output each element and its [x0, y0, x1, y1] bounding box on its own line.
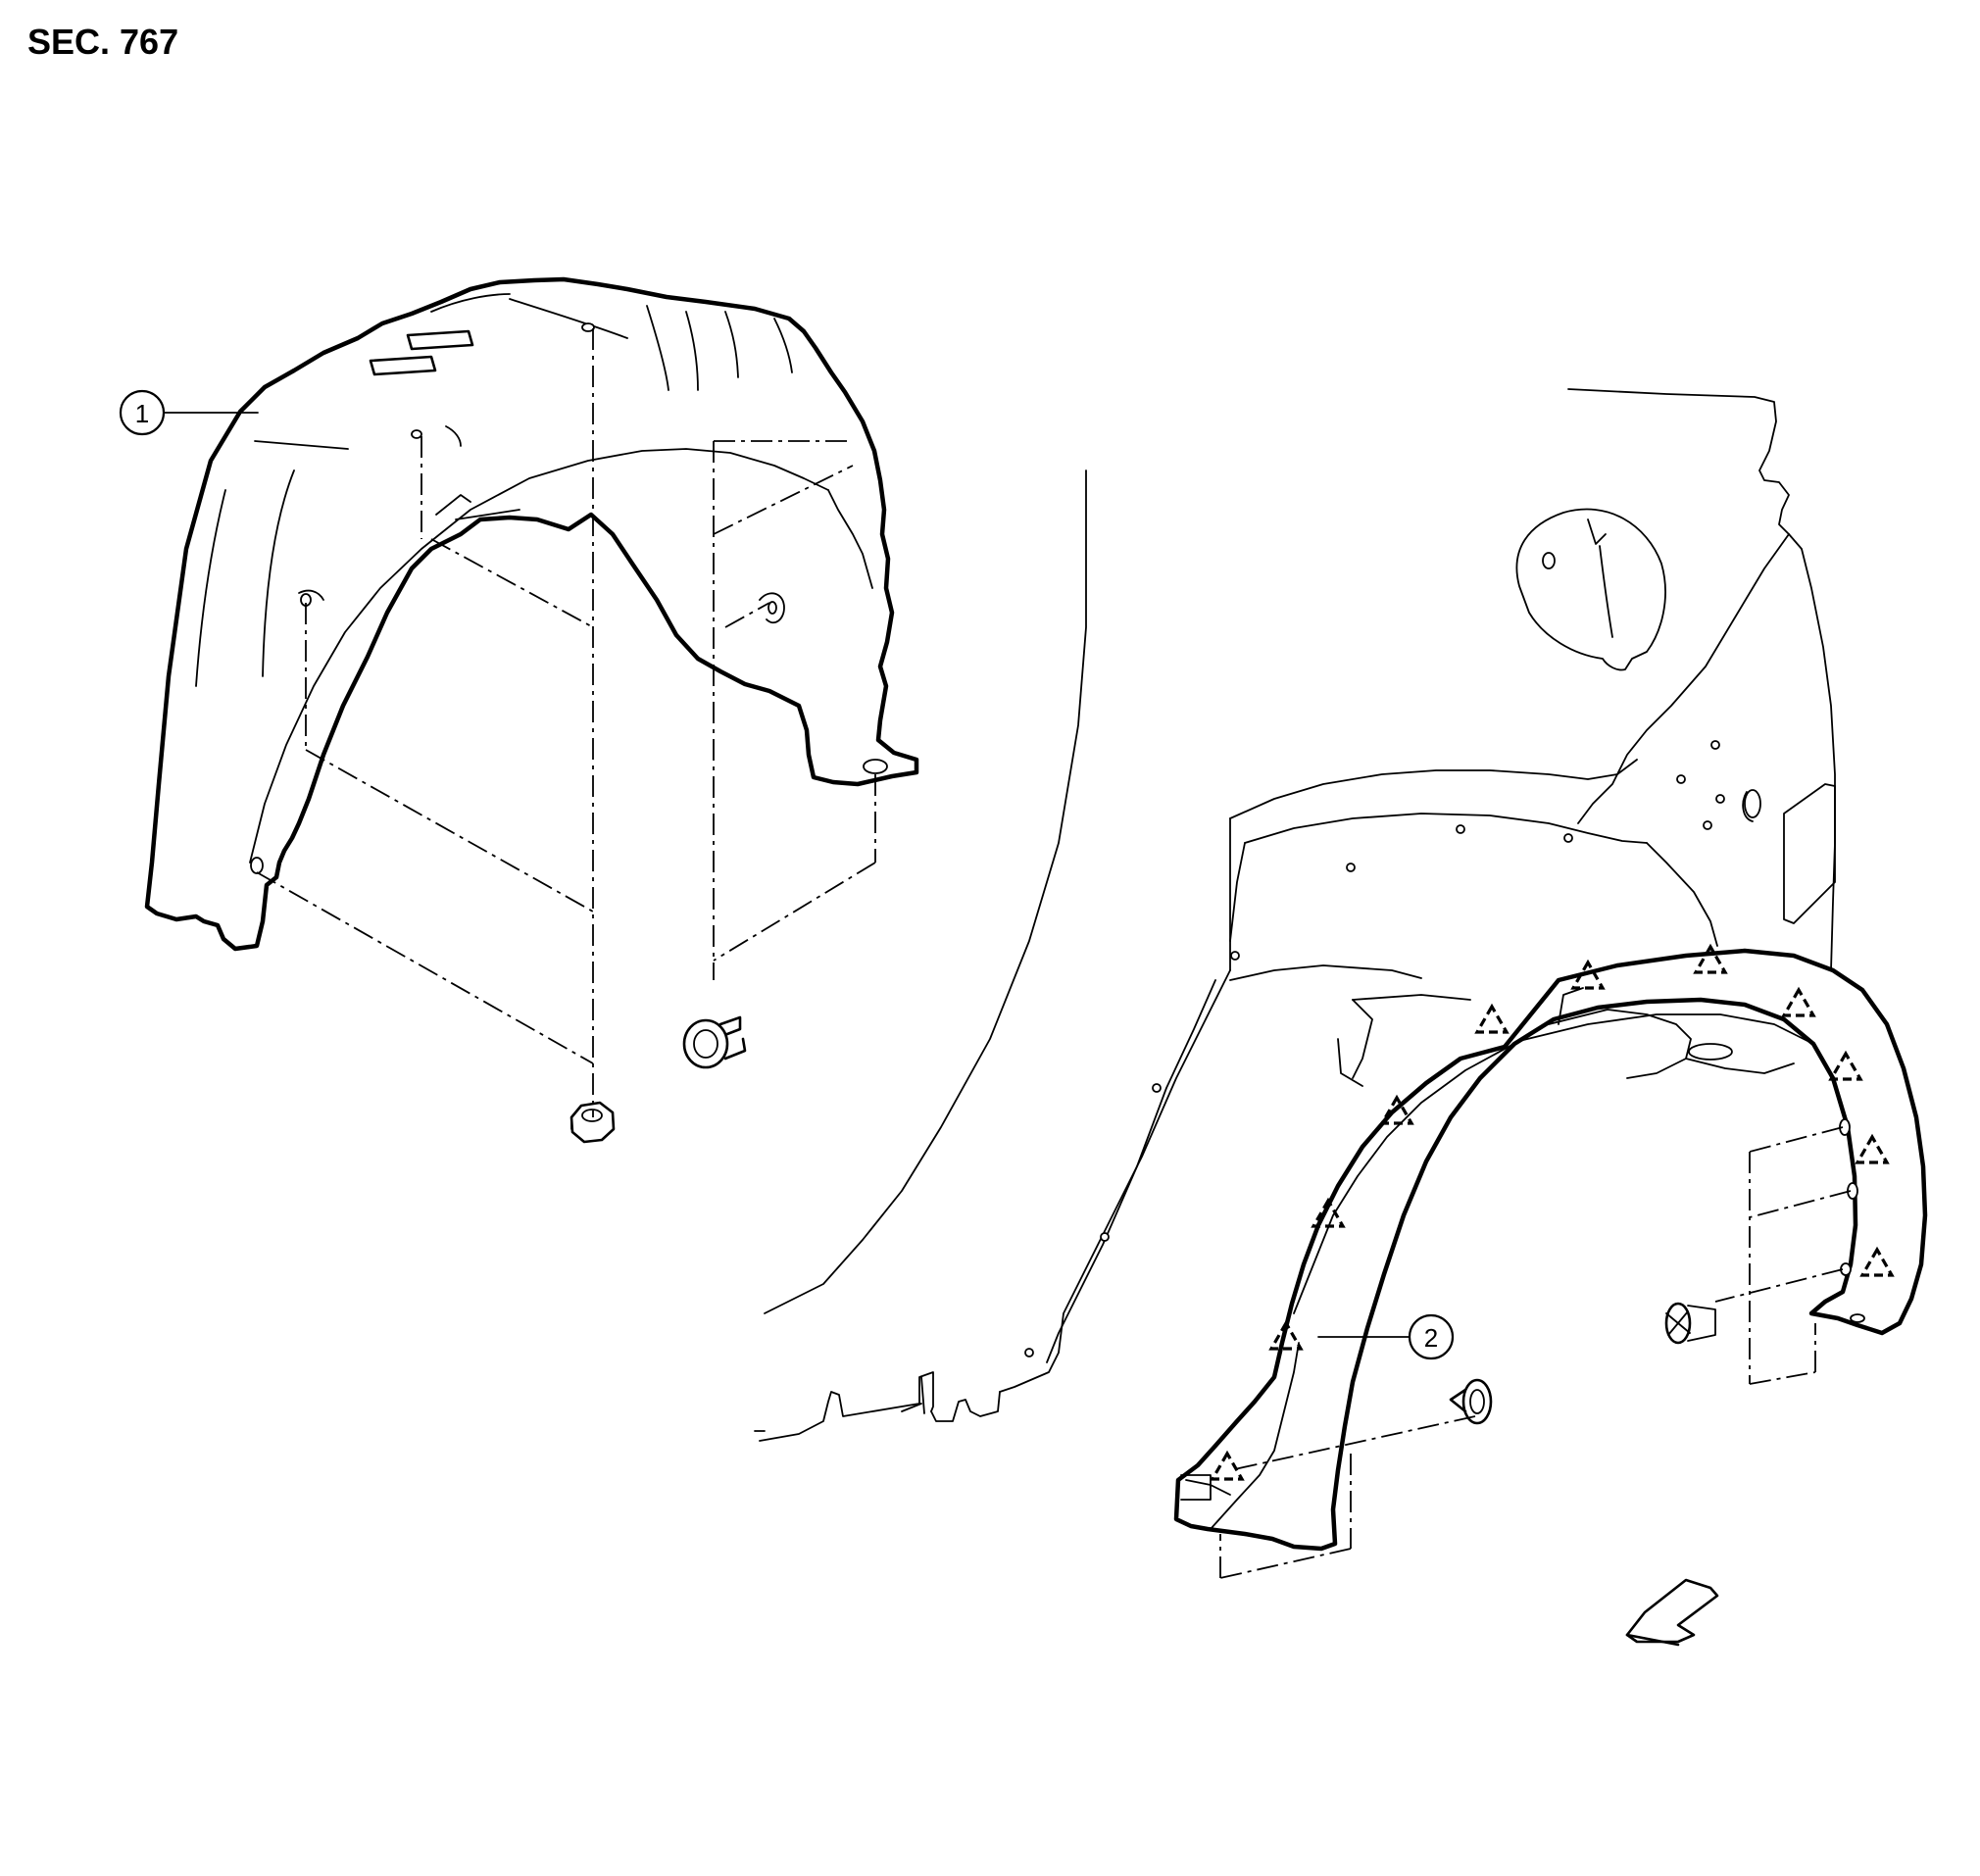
front-direction-arrow	[1625, 1578, 1719, 1647]
callout-2: 2	[1317, 1313, 1455, 1360]
rear-fender-protector	[1173, 948, 1928, 1552]
callout-1-label: 1	[135, 399, 149, 428]
section-title: SEC. 767	[27, 22, 179, 62]
screw	[1664, 1302, 1716, 1345]
nut	[569, 1101, 616, 1144]
callout-2-label: 2	[1424, 1323, 1438, 1353]
part1-assembly-lines	[256, 328, 876, 1117]
rear-wheel-house-protector	[144, 276, 919, 952]
callout-1: 1	[119, 389, 259, 436]
part1-rivet-clip	[759, 592, 785, 624]
body-side-panel	[754, 388, 1836, 1442]
clip-location-markers	[1210, 943, 1895, 1481]
push-clip	[682, 1015, 747, 1069]
push-clip-lower	[1449, 1378, 1493, 1425]
part2-assembly-lines	[1219, 1126, 1852, 1579]
